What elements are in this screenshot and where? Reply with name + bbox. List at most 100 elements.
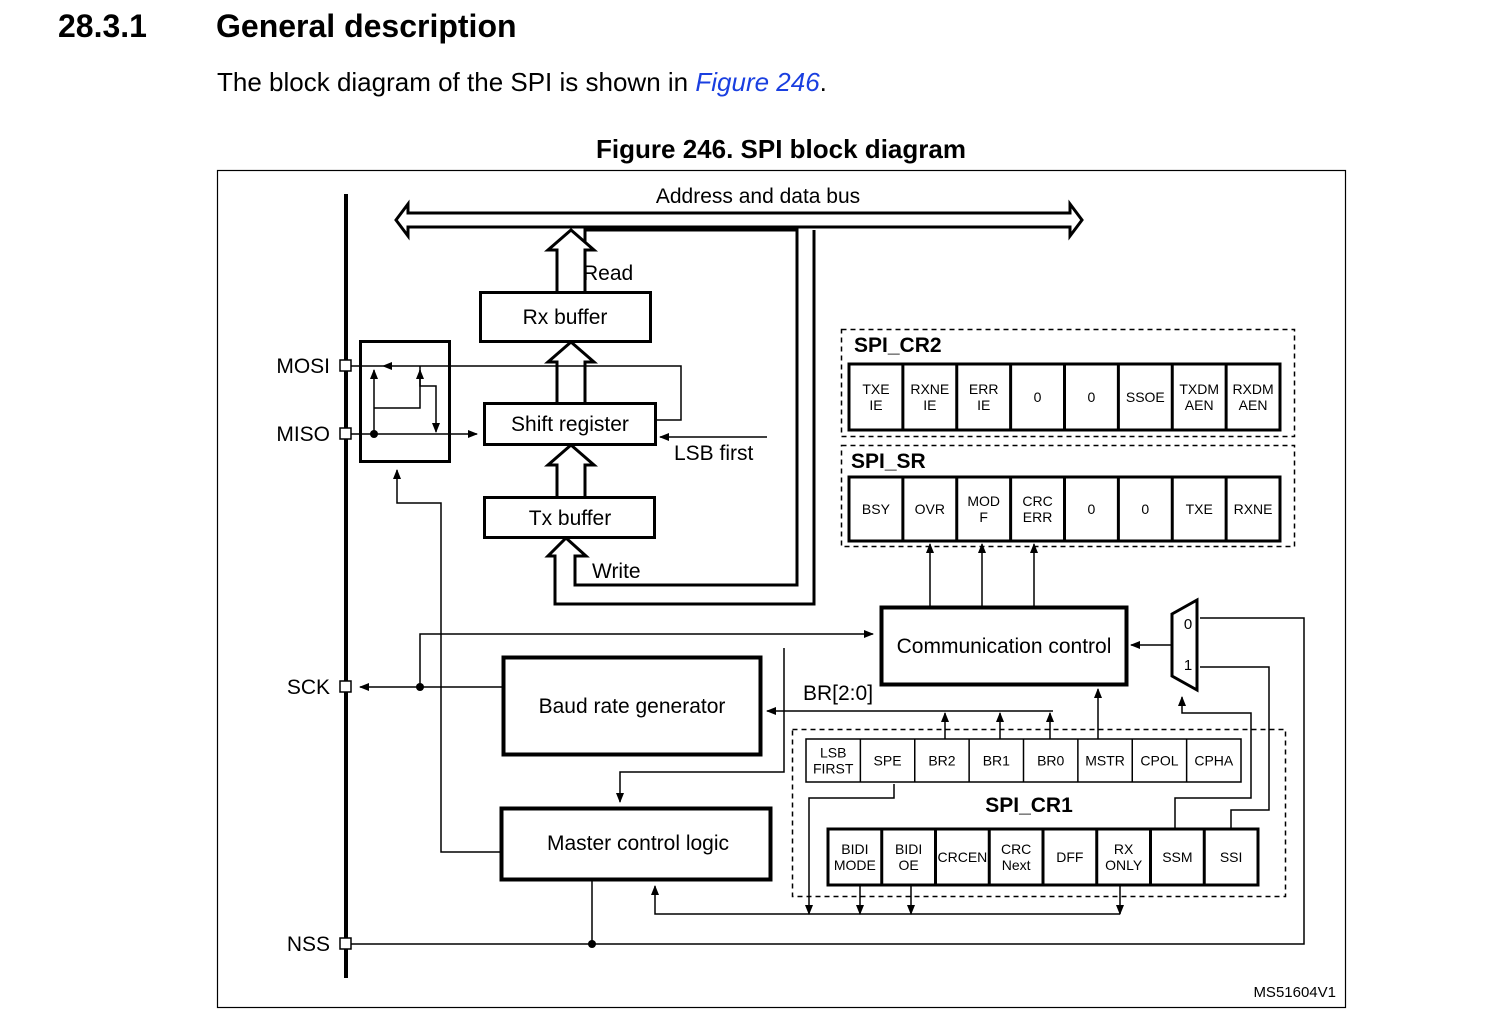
spi-cr1-top-bit-cpol: CPOL bbox=[1140, 753, 1178, 769]
mosi-pin bbox=[339, 359, 352, 372]
figure-link[interactable]: Figure 246 bbox=[695, 67, 820, 97]
ssm-to-mux-line bbox=[1174, 696, 1252, 829]
section-number: 28.3.1 bbox=[58, 8, 147, 44]
switch-line-e bbox=[419, 366, 440, 433]
shift-to-rx-arrow bbox=[543, 340, 599, 403]
spi-cr2-bit-0: 0 bbox=[1034, 389, 1042, 405]
spi-cr1-top-bit-br2: BR2 bbox=[928, 753, 955, 769]
master-to-switch-line bbox=[393, 469, 500, 853]
ssi-to-mux-line bbox=[1200, 666, 1270, 829]
spi-cr1-bottom-bit-ssi: SSI bbox=[1220, 849, 1243, 865]
spi-cr1-bottom-bit-ssm: SSM bbox=[1162, 849, 1192, 865]
spi-sr-bit-ovr: OVR bbox=[915, 501, 945, 517]
spe-line bbox=[805, 784, 895, 915]
spi-cr1-name: SPI_CR1 bbox=[985, 794, 1073, 817]
pin-switch-box bbox=[359, 340, 451, 463]
spi-sr-bit-0: 0 bbox=[1141, 501, 1149, 517]
address-data-bus bbox=[394, 199, 1084, 241]
master-control-logic-block bbox=[499, 806, 773, 882]
spi-cr2-bit-ssoe: SSOE bbox=[1126, 389, 1165, 405]
sck-to-comm-line bbox=[419, 630, 874, 687]
nss-pin bbox=[339, 937, 352, 950]
sck-pin bbox=[339, 680, 352, 693]
nss-to-mux-line bbox=[351, 617, 1305, 945]
comm-to-master-line bbox=[616, 648, 785, 803]
figure-id-code: MS51604V1 bbox=[1253, 984, 1336, 1001]
mosi-label: MOSI bbox=[276, 355, 330, 378]
miso-junction bbox=[370, 430, 378, 438]
spi-cr1-frame bbox=[791, 728, 1287, 898]
spi-cr2-bit-0: 0 bbox=[1088, 389, 1096, 405]
write-arrow bbox=[544, 535, 590, 585]
spi-cr1-top-bit-br1: BR1 bbox=[983, 753, 1010, 769]
nss-label: NSS bbox=[287, 933, 330, 956]
nss-mux bbox=[1170, 597, 1199, 693]
tx-to-shift-arrow bbox=[543, 443, 599, 496]
intro-text: The block diagram of the SPI is shown in bbox=[217, 67, 696, 97]
bus-label: Address and data bus bbox=[656, 185, 860, 208]
spi-cr2-frame bbox=[840, 328, 1296, 438]
shift-to-mosi-line bbox=[382, 362, 682, 421]
figure-frame bbox=[216, 169, 1347, 1009]
sck-junction bbox=[416, 683, 424, 691]
baud-rate-generator-block bbox=[501, 655, 763, 757]
read-arrow bbox=[543, 228, 599, 291]
spi-sr-bit-txe: TXE bbox=[1186, 501, 1213, 517]
rx-buffer-block bbox=[479, 291, 652, 343]
spi-cr1-bottom-bit-dff: DFF bbox=[1056, 849, 1083, 865]
spi-cr1-top-bit-spe: SPE bbox=[874, 753, 902, 769]
shift-register-label: Shift register bbox=[511, 413, 629, 436]
spi-cr2-name: SPI_CR2 bbox=[854, 334, 942, 357]
spi-sr-name: SPI_SR bbox=[851, 450, 926, 473]
section-title: General description bbox=[216, 8, 517, 44]
sck-label: SCK bbox=[287, 676, 330, 699]
write-label: Write bbox=[592, 560, 641, 583]
switch-line-b bbox=[374, 369, 424, 409]
baud-rate-generator-label: Baud rate generator bbox=[539, 695, 726, 718]
miso-label: MISO bbox=[276, 423, 330, 446]
miso-pin bbox=[339, 427, 352, 440]
shift-register-block bbox=[483, 402, 657, 446]
tx-buffer-label: Tx buffer bbox=[529, 507, 611, 530]
intro-period: . bbox=[819, 67, 827, 97]
mux-in0-label: 0 bbox=[1184, 616, 1192, 633]
spi-sr-bit-bsy: BSY bbox=[862, 501, 891, 517]
spi-sr-bit-0: 0 bbox=[1088, 501, 1096, 517]
br-label: BR[2:0] bbox=[803, 682, 873, 705]
communication-control-block bbox=[879, 605, 1129, 687]
spi-cr1-top-bit-br0: BR0 bbox=[1037, 753, 1064, 769]
switch-line-c bbox=[351, 408, 375, 435]
spi-sr-frame bbox=[840, 444, 1296, 548]
read-label: Read bbox=[583, 262, 633, 285]
mux-in1-label: 1 bbox=[1184, 657, 1192, 674]
intro-paragraph: The block diagram of the SPI is shown in… bbox=[217, 67, 827, 98]
tx-buffer-block bbox=[483, 496, 656, 539]
figure-title: Figure 246. SPI block diagram bbox=[596, 134, 966, 164]
nss-junction bbox=[588, 940, 596, 948]
master-control-logic-label: Master control logic bbox=[547, 832, 729, 855]
spi-cr1-bottom-bit-crcen: CRCEN bbox=[937, 849, 987, 865]
rx-buffer-label: Rx buffer bbox=[523, 306, 608, 329]
lsb-first-label: LSB first bbox=[674, 442, 754, 465]
spi-sr-bit-rxne: RXNE bbox=[1234, 501, 1273, 517]
control-bus-line bbox=[651, 885, 1120, 915]
communication-control-label: Communication control bbox=[897, 635, 1112, 658]
spi-cr1-top-bit-mstr: MSTR bbox=[1085, 753, 1125, 769]
